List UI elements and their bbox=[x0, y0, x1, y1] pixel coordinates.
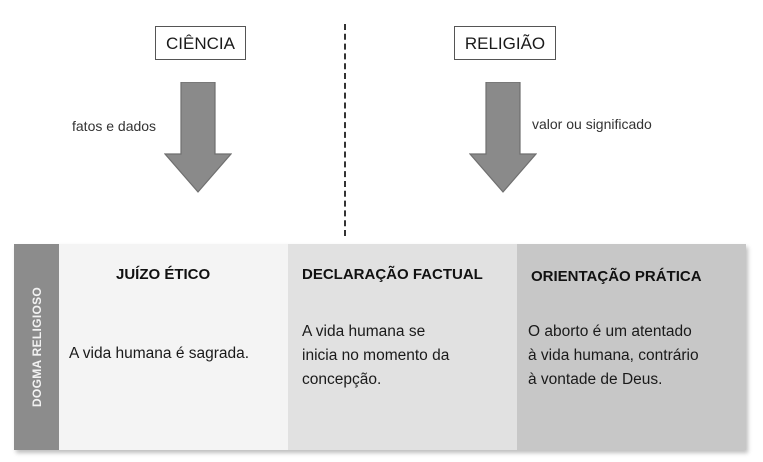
religion-arrow-label: valor ou significado bbox=[532, 116, 652, 132]
religion-down-arrow-icon bbox=[469, 82, 537, 193]
column-ethical-judgment: JUÍZO ÉTICO A vida humana é sagrada. bbox=[59, 244, 288, 450]
religion-box: RELIGIÃO bbox=[454, 26, 556, 60]
column-text: A vida humana se inicia no momento da co… bbox=[302, 320, 449, 392]
religion-label: RELIGIÃO bbox=[464, 34, 546, 53]
column-text-line: à vontade de Deus. bbox=[528, 371, 663, 388]
column-title: ORIENTAÇÃO PRÁTICA bbox=[531, 268, 702, 285]
science-arrow-label: fatos e dados bbox=[72, 118, 157, 134]
dashed-divider bbox=[344, 24, 346, 236]
column-text-line: concepção. bbox=[302, 371, 382, 388]
science-down-arrow-icon bbox=[164, 82, 232, 193]
column-title: JUÍZO ÉTICO bbox=[116, 266, 211, 283]
column-practical-orientation: ORIENTAÇÃO PRÁTICA O aborto é um atentad… bbox=[517, 244, 746, 450]
column-factual-declaration: DECLARAÇÃO FACTUAL A vida humana se inic… bbox=[288, 244, 517, 450]
side-label: DOGMA RELIGIOSO bbox=[29, 286, 44, 408]
column-title: DECLARAÇÃO FACTUAL bbox=[302, 266, 483, 283]
side-bar: DOGMA RELIGIOSO bbox=[14, 244, 59, 450]
dogma-table: DOGMA RELIGIOSO JUÍZO ÉTICO A vida human… bbox=[14, 244, 746, 450]
column-text-line: A vida humana é sagrada. bbox=[69, 345, 250, 362]
science-label: CIÊNCIA bbox=[166, 34, 235, 53]
column-text-line: à vida humana, contrário bbox=[528, 347, 699, 364]
column-text: O aborto é um atentado à vida humana, co… bbox=[528, 320, 699, 392]
column-text-line: inicia no momento da bbox=[302, 347, 450, 364]
column-text-line: O aborto é um atentado bbox=[528, 323, 692, 340]
science-box: CIÊNCIA bbox=[155, 26, 246, 60]
column-text-line: A vida humana se bbox=[302, 323, 426, 340]
column-text: A vida humana é sagrada. bbox=[69, 342, 249, 366]
